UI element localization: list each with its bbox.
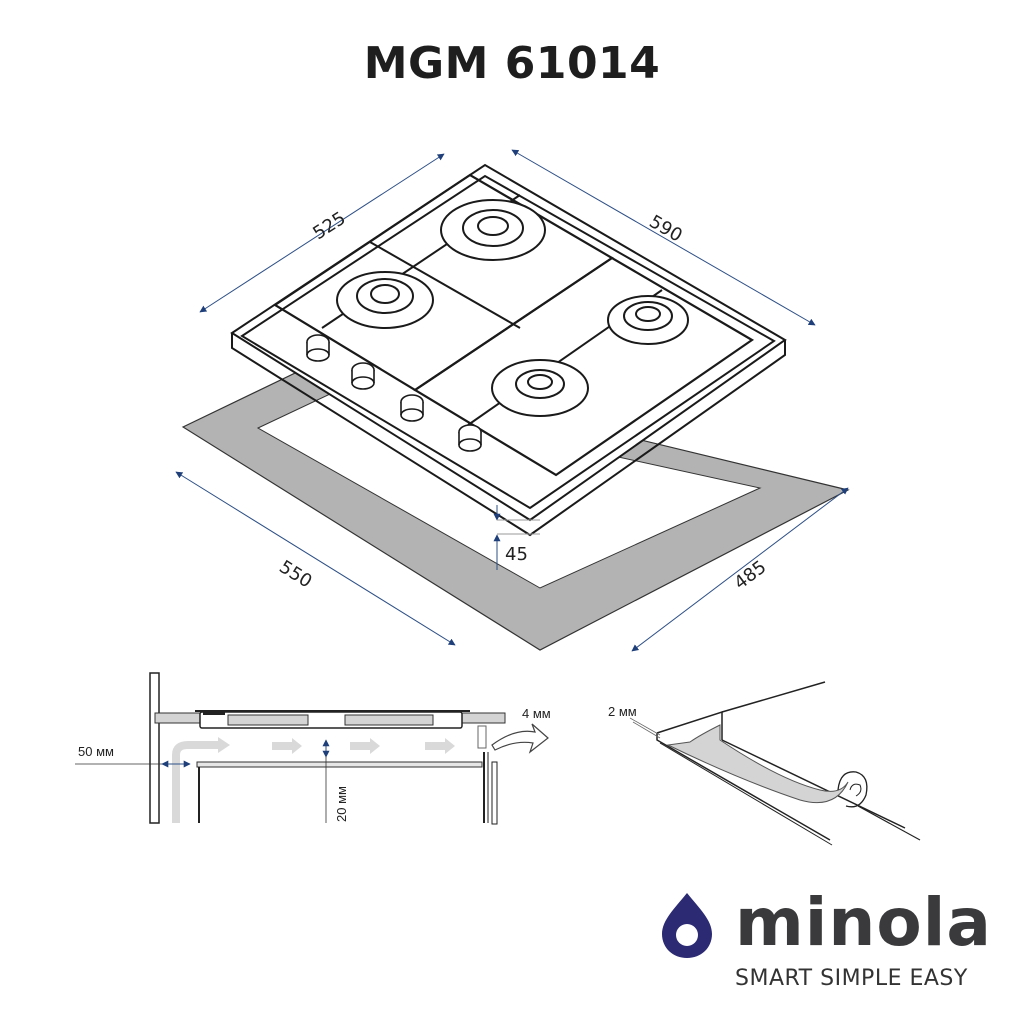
label-wall-gap: 50 мм <box>78 744 114 759</box>
dim-depth-label: 525 <box>309 208 349 244</box>
burner-right <box>607 295 689 345</box>
label-air-gap: 20 мм <box>334 786 349 822</box>
control-knobs <box>306 334 482 452</box>
dim-height-label: 45 <box>505 544 528 565</box>
page-title: MGM 61014 <box>363 38 661 89</box>
label-vent-gap: 4 мм <box>522 706 551 721</box>
brand-tagline: SMART SIMPLE EASY <box>735 966 968 991</box>
dim-cutout-depth-label: 485 <box>730 557 770 594</box>
burner-back <box>440 199 546 261</box>
side-section-drawing <box>75 672 549 825</box>
minola-drop-icon <box>662 893 712 958</box>
burner-left <box>336 271 434 329</box>
dim-cutout-width-label: 550 <box>275 556 315 592</box>
dimension-lines <box>175 149 849 652</box>
dim-width-label: 590 <box>646 211 686 246</box>
burner-front <box>491 359 589 417</box>
label-seal-thickness: 2 мм <box>608 704 637 719</box>
brand-name: minola <box>735 884 992 961</box>
seal-detail-drawing <box>629 681 921 846</box>
